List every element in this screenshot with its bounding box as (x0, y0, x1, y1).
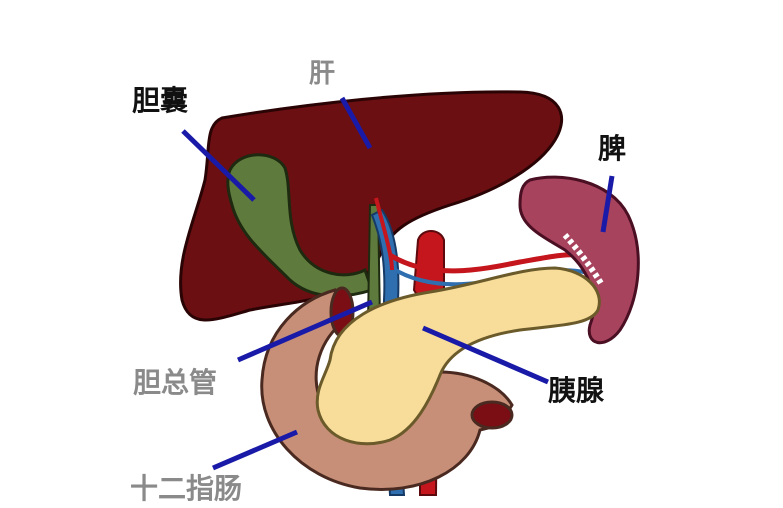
pointer-common-bile-duct (237, 299, 373, 363)
pointer-duodenum (212, 429, 298, 471)
hepatic-artery-shape (374, 197, 394, 271)
label-duodenum: 十二指肠 (130, 472, 242, 505)
label-pancreas: 胰腺 (548, 374, 605, 407)
pointer-gallbladder (181, 129, 256, 202)
label-gallbladder: 胆囊 (132, 84, 188, 117)
label-common-bile-duct: 胆总管 (133, 366, 217, 399)
pointer-liver (339, 96, 373, 150)
pointer-spleen (600, 175, 615, 233)
label-spleen: 脾 (598, 132, 626, 165)
label-liver: 肝 (309, 59, 335, 89)
gallbladder-shape (226, 153, 374, 298)
spleen-hilum-shape (562, 233, 605, 287)
pancreas-shape (315, 266, 601, 446)
duodenum-opening-end-shape (470, 400, 514, 430)
spleen-shape (518, 175, 640, 345)
pointer-pancreas (422, 325, 549, 385)
